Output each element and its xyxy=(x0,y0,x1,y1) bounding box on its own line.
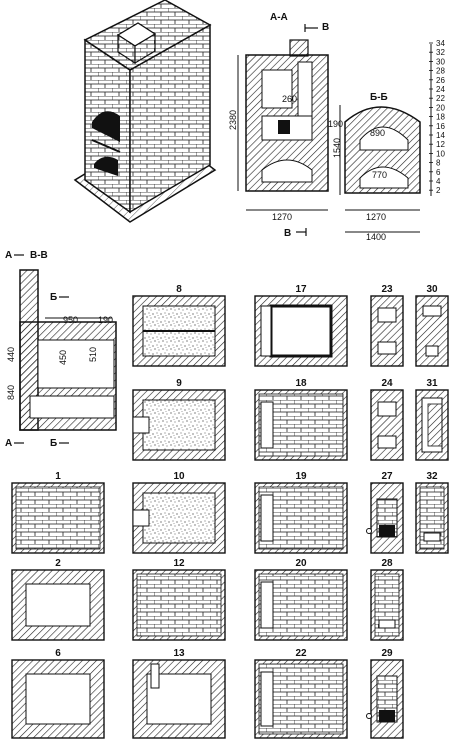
row-scale-label: 16 xyxy=(436,122,445,131)
layer-number: 6 xyxy=(55,648,61,659)
row-scale-label: 24 xyxy=(436,85,445,94)
dimension-190-vv: 190 xyxy=(98,315,113,325)
layer-number: 32 xyxy=(426,471,438,482)
layer-number: 24 xyxy=(381,378,393,389)
layer-number: 30 xyxy=(426,284,438,295)
layer-number: 13 xyxy=(173,648,185,659)
row-scale-label: 10 xyxy=(436,149,445,158)
cut-v-bottom-label: В xyxy=(284,228,291,239)
layer-plan: 30 xyxy=(415,284,449,367)
layer-plan: 1 xyxy=(11,471,105,554)
dimension-770: 770 xyxy=(372,170,387,180)
cut-v-top-label: В xyxy=(322,22,329,33)
cut-b-bottom-label: Б xyxy=(50,438,57,449)
layer-plan: 23 xyxy=(370,284,404,367)
cut-b-top-label: Б xyxy=(50,292,57,303)
row-scale-label: 8 xyxy=(436,159,441,168)
row-scale-label: 14 xyxy=(436,131,445,140)
layer-plan: 32 xyxy=(415,471,449,554)
row-scale-label: 18 xyxy=(436,113,445,122)
layer-number: 8 xyxy=(176,284,182,295)
layer-plan: 9 xyxy=(132,378,226,461)
dimension-1270-front: 1270 xyxy=(272,212,292,222)
row-scale-label: 22 xyxy=(436,94,445,103)
dimension-1540: 1540 xyxy=(332,138,342,158)
cut-a-bottom-label: A xyxy=(5,438,12,449)
layer-plan: 2 xyxy=(11,558,105,641)
layer-plan: 24 xyxy=(370,378,404,461)
layer-number: 31 xyxy=(426,378,438,389)
layer-number: 2 xyxy=(55,558,61,569)
dimension-1270-side: 1270 xyxy=(366,212,386,222)
row-scale-label: 20 xyxy=(436,103,445,112)
layer-plan: 18 xyxy=(254,378,348,461)
layer-plan: 29 xyxy=(366,648,404,739)
layer-number: 1 xyxy=(55,471,61,482)
dimension-510: 510 xyxy=(88,347,98,362)
row-scale-label: 32 xyxy=(436,48,445,57)
row-scale-label: 4 xyxy=(436,177,441,186)
row-scale-label: 34 xyxy=(436,39,445,48)
layer-plan: 6 xyxy=(11,648,105,739)
layer-plan: 10 xyxy=(132,471,226,554)
layer-number: 12 xyxy=(173,558,185,569)
layer-number: 18 xyxy=(295,378,307,389)
row-scale-label: 2 xyxy=(436,186,441,195)
row-scale-label: 28 xyxy=(436,67,445,76)
dimension-440: 440 xyxy=(6,347,16,362)
layer-number: 29 xyxy=(381,648,393,659)
dimension-2380: 2380 xyxy=(228,110,238,130)
dimension-840: 840 xyxy=(6,385,16,400)
layer-plan: 19 xyxy=(254,471,348,554)
cut-a-top-label: A xyxy=(5,250,12,261)
dimension-260: 260 xyxy=(282,94,297,104)
row-scale-label: 12 xyxy=(436,140,445,149)
layer-number: 28 xyxy=(381,558,393,569)
layer-number: 9 xyxy=(176,378,182,389)
dimension-890: 890 xyxy=(370,128,385,138)
layer-number: 19 xyxy=(295,471,307,482)
section-b-b: Б-Б 890 770 190 1540 1270 1400 xyxy=(328,92,421,242)
section-v-v: A В-В Б 950 190 440 840 450 510 A Б xyxy=(5,250,117,449)
layer-plan: 22 xyxy=(254,648,348,739)
row-scale-label: 30 xyxy=(436,57,445,66)
dimension-950: 950 xyxy=(63,315,78,325)
layer-number: 27 xyxy=(381,471,393,482)
layer-plans: 8 17 23 30 9 18 24 31 1 10 19 27 32 2 12 20 28 6 13 22 29 xyxy=(11,284,449,739)
layer-plan: 8 xyxy=(132,284,226,367)
layer-plan: 28 xyxy=(370,558,404,641)
layer-number: 17 xyxy=(295,284,307,295)
dimension-1400: 1400 xyxy=(366,232,386,242)
isometric-view xyxy=(73,0,217,223)
section-v-v-title: В-В xyxy=(30,250,48,261)
layer-number: 23 xyxy=(381,284,393,295)
layer-plan: 31 xyxy=(415,378,449,461)
section-a-a-title: A-A xyxy=(270,12,288,23)
layer-outline xyxy=(370,389,404,461)
dimension-450: 450 xyxy=(58,350,68,365)
dimension-190: 190 xyxy=(328,119,343,129)
section-b-b-title: Б-Б xyxy=(370,92,388,103)
row-scale-label: 6 xyxy=(436,168,441,177)
section-a-a: A-A В 2380 260 1270 В xyxy=(228,12,329,239)
layer-number: 10 xyxy=(173,471,185,482)
layer-plan: 17 xyxy=(254,284,348,367)
layer-plan: 27 xyxy=(366,471,404,554)
layer-outline xyxy=(370,295,404,367)
layer-number: 22 xyxy=(295,648,307,659)
layer-plan: 12 xyxy=(132,558,226,641)
layer-plan: 20 xyxy=(254,558,348,641)
layer-number: 20 xyxy=(295,558,307,569)
row-scale-label: 26 xyxy=(436,76,445,85)
layer-plan: 13 xyxy=(132,648,226,739)
